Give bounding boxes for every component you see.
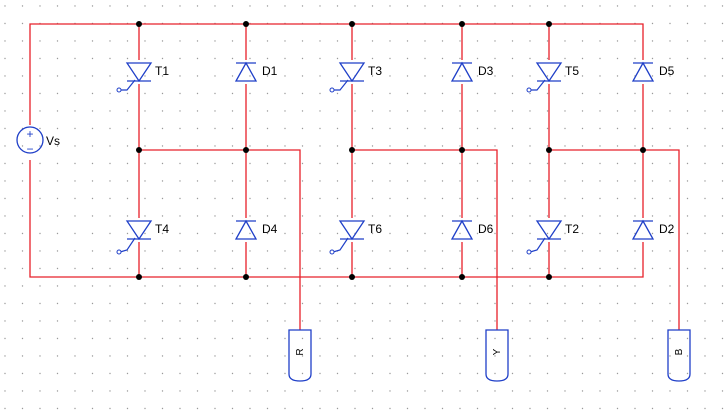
junction-node [136,274,142,280]
diode-d3-label: D3 [478,64,494,78]
diode-d2-label: D2 [659,222,675,236]
leg-r: T1 D1 T4 D4 R [116,24,312,382]
junction-node [546,147,552,153]
thyristor-t3: T3 [329,62,382,93]
junction-node [243,274,249,280]
junction-node [640,147,646,153]
diode-d4: D4 [234,219,278,240]
diode-d1-label: D1 [262,64,278,78]
junction-node [136,21,142,27]
thyristor-t6: T6 [329,220,382,255]
thyristor-t4: T4 [116,220,169,255]
leg-b: T5 D5 T2 D2 B [526,24,691,382]
leg-b-output-wire [549,149,680,330]
leg-y: T3 D3 T6 D6 Y [329,24,509,382]
junction-node [349,274,355,280]
diode-d5-label: D5 [659,64,675,78]
source-plus-symbol: + [26,127,33,141]
grid-dots [4,5,724,410]
output-port-b: B [667,329,691,382]
junction-node [546,274,552,280]
thyristor-t5: T5 [526,62,579,93]
output-port-y-label: Y [492,348,503,355]
thyristor-t6-label: T6 [368,222,382,236]
junction-node [349,147,355,153]
junction-node [546,21,552,27]
diode-d5: D5 [631,61,675,82]
leg-r-output-wire [139,149,301,330]
thyristor-t1: T1 [116,62,169,93]
output-port-r: R [288,329,312,382]
top-bus-wire [29,23,644,125]
source-label: Vs [46,134,60,148]
diode-d6-label: D6 [478,222,494,236]
junction-node [459,147,465,153]
output-port-r-label: R [295,348,306,355]
thyristor-t4-label: T4 [155,222,169,236]
diode-d3: D3 [450,61,494,82]
junction-node [136,147,142,153]
dc-source: + − Vs [16,126,60,156]
output-port-y: Y [485,329,509,382]
leg-y-output-wire [352,149,498,330]
junction-node [459,274,465,280]
diode-d2: D2 [631,219,675,240]
thyristor-t2-label: T2 [565,222,579,236]
diode-d6: D6 [450,219,494,240]
source-minus-symbol: − [26,142,33,156]
junction-node [349,21,355,27]
thyristor-t3-label: T3 [368,64,382,78]
diode-d1: D1 [234,61,278,82]
thyristor-t1-label: T1 [155,64,169,78]
diode-d4-label: D4 [262,222,278,236]
thyristor-t2: T2 [526,220,579,255]
junction-node [243,21,249,27]
wires [29,23,644,278]
junction-node [459,21,465,27]
thyristor-t5-label: T5 [565,64,579,78]
source-circle [16,126,44,154]
junction-node [243,147,249,153]
output-port-b-label: B [674,348,685,355]
junction-nodes [136,21,646,280]
bottom-bus-wire [29,160,644,278]
